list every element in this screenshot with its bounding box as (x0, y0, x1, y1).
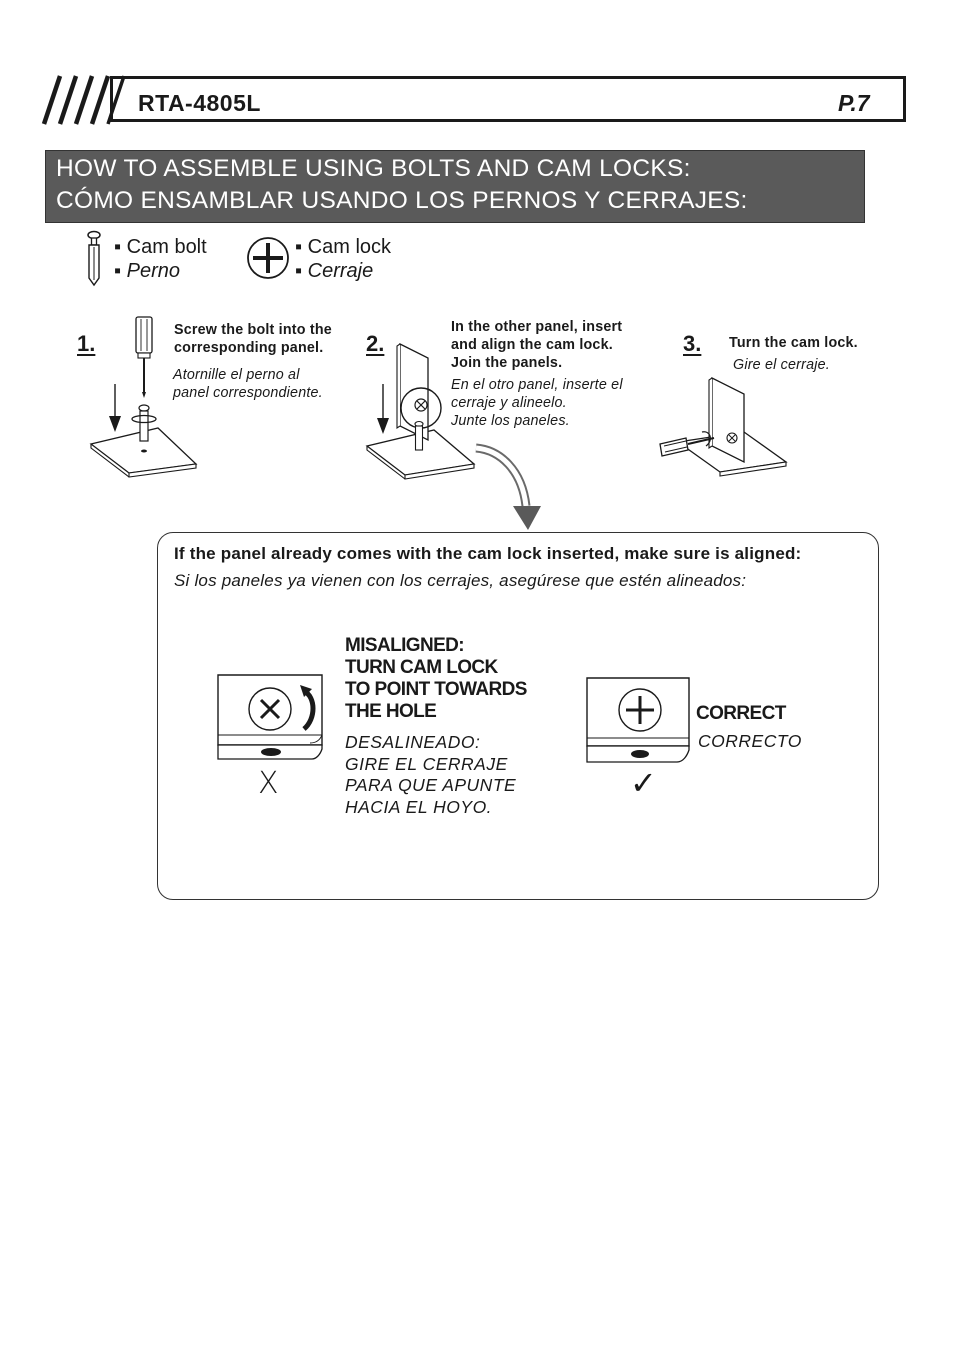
legend-cam-lock-en: ▪ Cam lock (295, 236, 392, 258)
step-2-number: 2. (366, 331, 385, 356)
cam-bolt-icon (87, 230, 101, 287)
info-text-es: Si los paneles ya vienen con los cerraje… (174, 571, 747, 590)
header-box (110, 76, 906, 122)
wrong-mark: X (258, 766, 279, 801)
info-text-en: If the panel already comes with the cam … (174, 544, 802, 563)
curved-arrow-icon (475, 443, 541, 530)
title-english: HOW TO ASSEMBLE USING BOLTS AND CAM LOCK… (56, 155, 691, 182)
misaligned-cam-lock-illustration (217, 674, 323, 760)
alignment-info-box (157, 532, 879, 900)
model-number: RTA-4805L (138, 90, 261, 116)
correct-title: CORRECT (696, 703, 786, 724)
step-3-illustration (659, 376, 788, 477)
header-stripes-decoration (41, 75, 126, 125)
correct-text-es: CORRECTO (698, 731, 802, 751)
check-mark-icon: ✓ (630, 764, 657, 802)
title-banner (45, 150, 865, 223)
cam-lock-icon (247, 237, 289, 279)
step-3-number: 3. (683, 331, 702, 356)
legend-cam-bolt-es: ▪ Perno (114, 260, 181, 282)
misaligned-title: MISALIGNED: TURN CAM LOCK TO POINT TOWAR… (345, 635, 527, 722)
step-1-illustration (89, 316, 198, 478)
step-3-instruction-es: Gire el cerraje. (733, 357, 830, 373)
misaligned-text-es: DESALINEADO: GIRE EL CERRAJE PARA QUE AP… (345, 732, 517, 817)
title-spanish: CÓMO ENSAMBLAR USANDO LOS PERNOS Y CERRA… (56, 187, 748, 214)
correct-cam-lock-illustration (586, 677, 690, 763)
legend-cam-bolt-en: ▪ Cam bolt (114, 236, 207, 258)
step-3-instruction-en: Turn the cam lock. (729, 335, 858, 351)
legend-cam-lock-es: ▪ Cerraje (295, 260, 374, 282)
page-number: P.7 (838, 90, 870, 116)
step-1-number: 1. (77, 331, 96, 356)
step-2-illustration (365, 342, 476, 480)
